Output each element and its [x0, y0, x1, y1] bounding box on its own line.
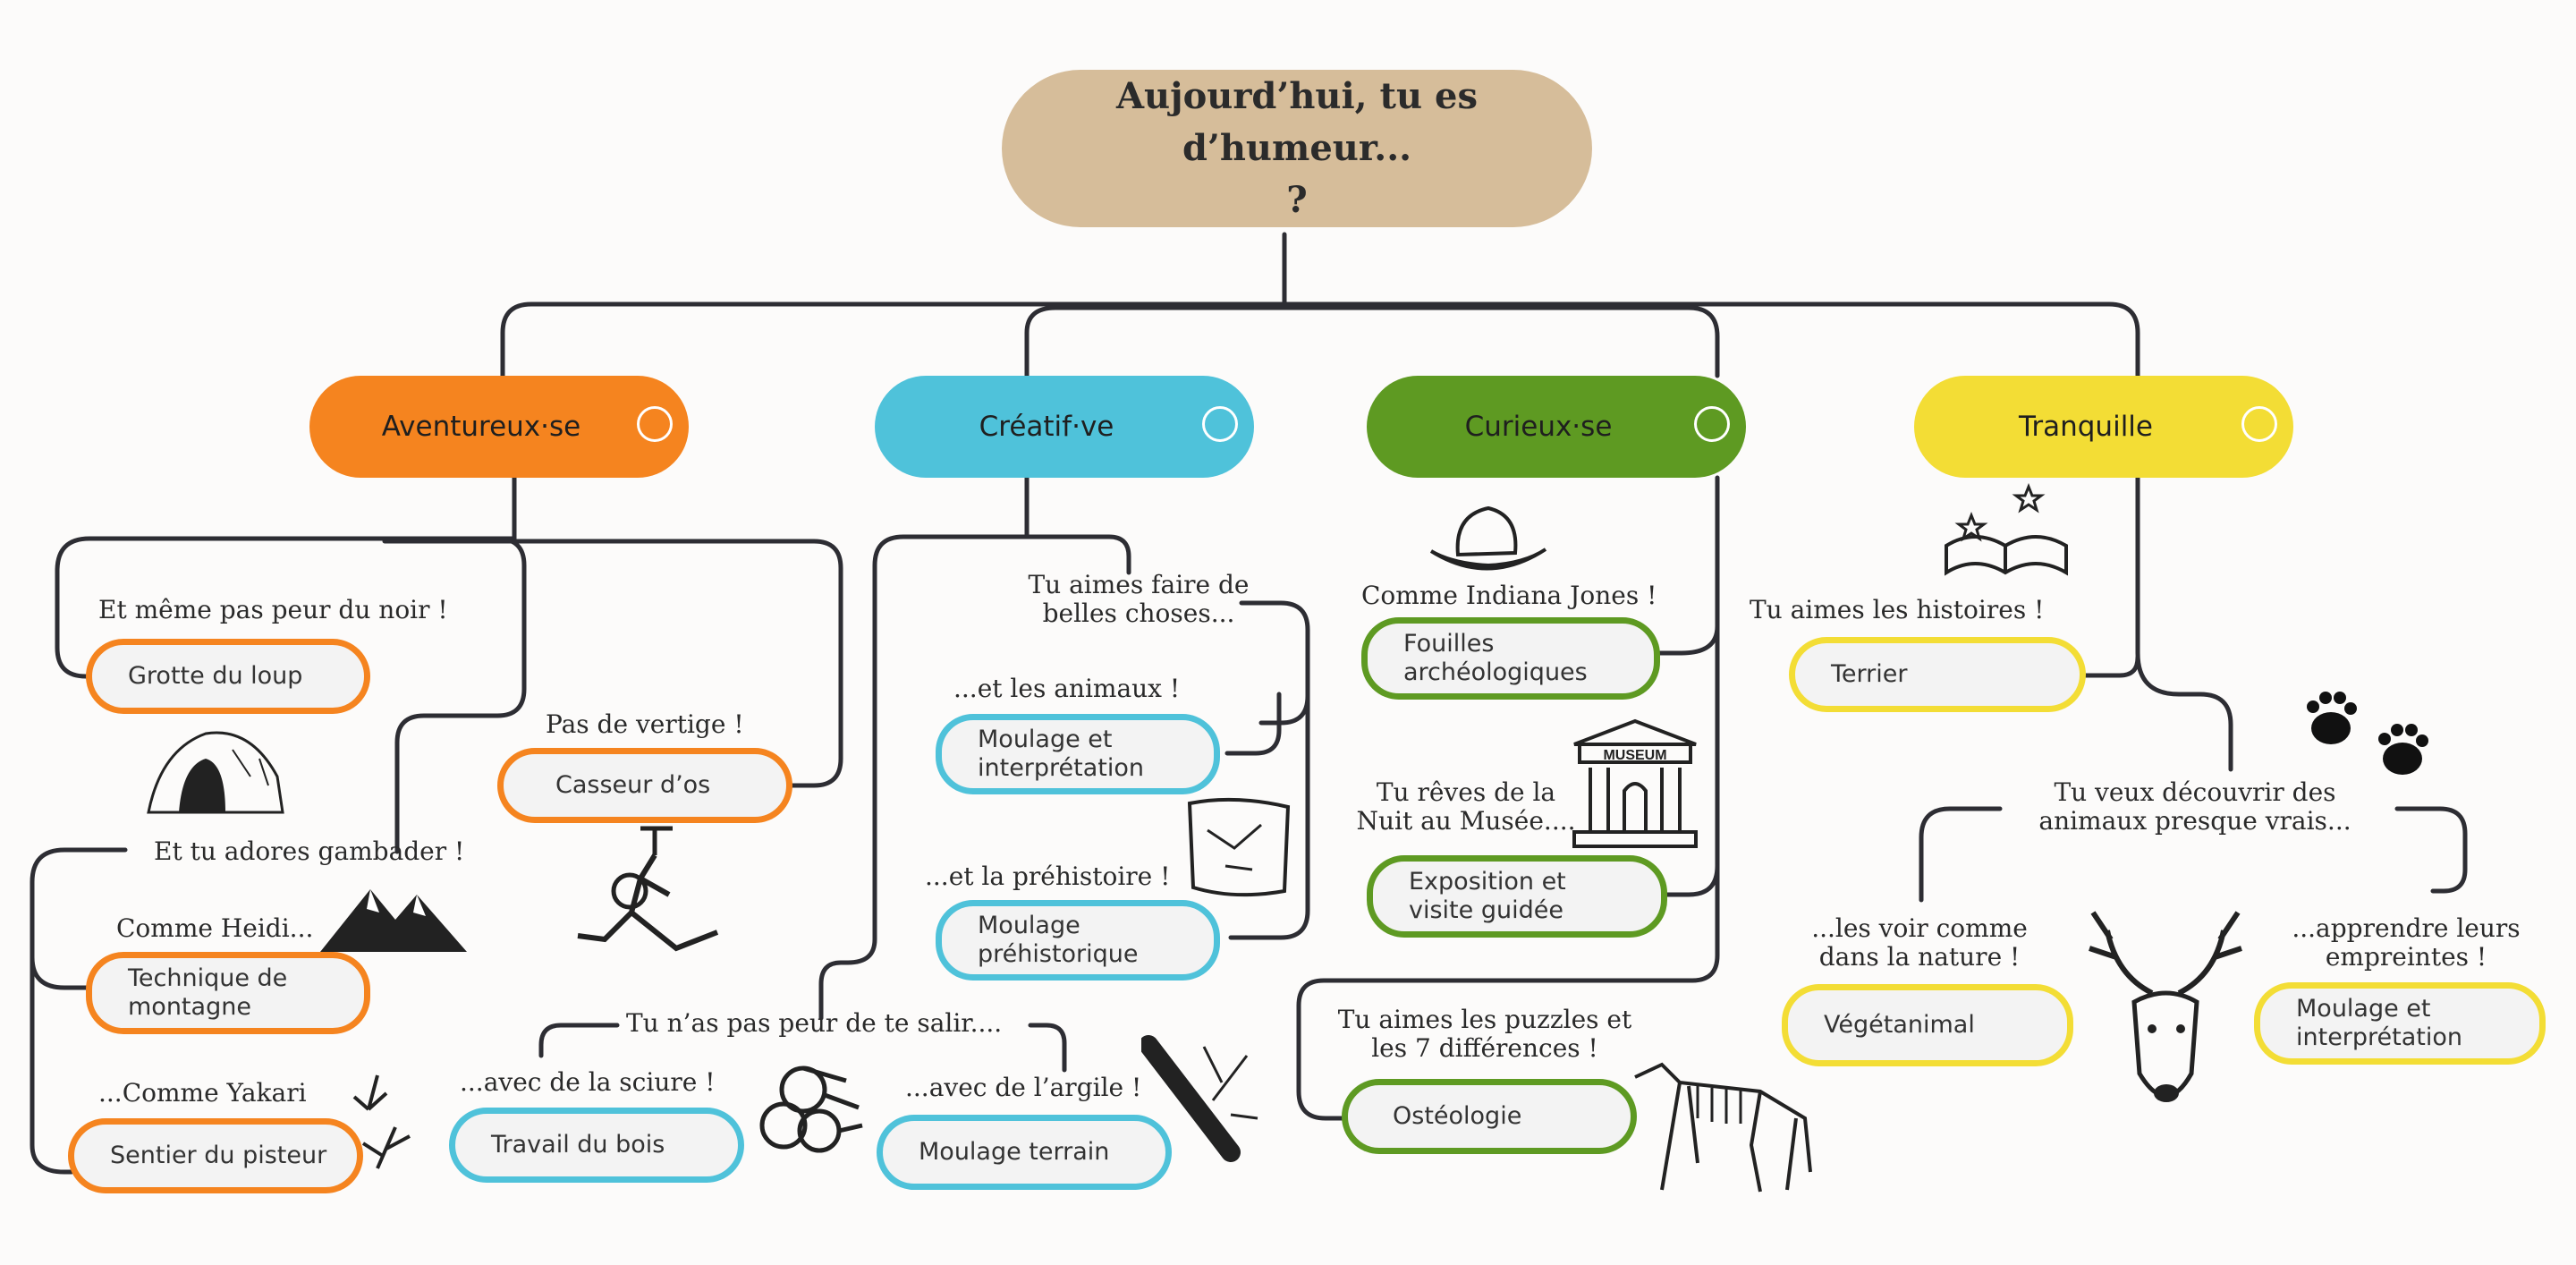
circle-icon [1202, 406, 1238, 442]
category-label: Curieux·se [1464, 411, 1613, 443]
title-line1: Aujourd’hui, tu es d’humeur... [1116, 75, 1478, 169]
note-animaux-vrais: Tu veux découvrir des animaux presque vr… [2038, 777, 2351, 836]
circle-icon [637, 406, 673, 442]
note-sciure: ...avec de la sciure ! [460, 1067, 716, 1097]
title-line2: ? [1286, 179, 1308, 221]
category-label: Créatif·ve [979, 411, 1114, 443]
activity-osteologie[interactable]: Ostéologie [1342, 1079, 1637, 1154]
note-empreintes: ...apprendre leurs empreintes ! [2292, 913, 2521, 972]
note-vertige: Pas de vertige ! [546, 709, 744, 739]
activity-label: Moulage préhistorique [978, 912, 1139, 968]
activity-terrier[interactable]: Terrier [1789, 637, 2086, 712]
activity-label: Technique de montagne [128, 964, 288, 1021]
central-question: Aujourd’hui, tu es d’humeur... ? [1002, 70, 1592, 227]
activity-label: Moulage et interprétation [978, 726, 1145, 782]
category-tranquille[interactable]: Tranquille [1914, 376, 2293, 478]
map-icon [1187, 797, 1291, 897]
note-nature: ...les voir comme dans la nature ! [1811, 913, 2028, 972]
circle-icon [2241, 406, 2277, 442]
category-creatif[interactable]: Créatif·ve [875, 376, 1254, 478]
note-noir: Et même pas peur du noir ! [98, 595, 448, 624]
activity-label: Sentier du pisteur [110, 1142, 327, 1169]
circle-icon [1694, 406, 1730, 442]
hat-icon [1429, 505, 1547, 571]
plant-icon [352, 1074, 411, 1169]
category-label: Tranquille [2018, 411, 2153, 443]
note-yakari: ...Comme Yakari [98, 1078, 307, 1108]
activity-label: Végétanimal [1824, 1011, 1975, 1039]
note-gambader: Et tu adores gambader ! [154, 836, 465, 866]
skeleton-icon [1634, 1062, 1812, 1193]
note-nuit-musee: Tu rêves de la Nuit au Musée.... [1356, 777, 1576, 836]
category-curieux[interactable]: Curieux·se [1367, 376, 1746, 478]
clay-icon [1141, 1035, 1258, 1162]
activity-moulage-terrain[interactable]: Moulage terrain [877, 1115, 1172, 1190]
note-heidi: Comme Heidi... [116, 913, 314, 943]
note-puzzles: Tu aimes les puzzles et les 7 différence… [1337, 1005, 1632, 1063]
paw-prints-icon [2307, 692, 2428, 775]
activity-travail-du-bois[interactable]: Travail du bois [449, 1108, 744, 1183]
book-icon [1945, 483, 2068, 576]
note-prehistoire: ...et la préhistoire ! [925, 862, 1171, 891]
deer-icon [2089, 911, 2242, 1102]
activity-vegetanimal[interactable]: Végétanimal [1782, 984, 2073, 1066]
activity-label: Terrier [1831, 660, 1908, 688]
note-salir: Tu n’as pas peur de te salir.... [626, 1008, 1003, 1038]
category-aventureux[interactable]: Aventureux·se [309, 376, 689, 478]
activity-casseur-dos[interactable]: Casseur d’os [497, 748, 792, 823]
cave-icon [147, 731, 284, 814]
note-argile: ...avec de l’argile ! [905, 1073, 1142, 1102]
note-indiana: Comme Indiana Jones ! [1361, 581, 1657, 610]
activity-label: Ostéologie [1393, 1102, 1522, 1130]
mountain-icon [320, 889, 467, 952]
activity-label: Casseur d’os [555, 771, 711, 799]
activity-moulage-interpretation-2[interactable]: Moulage et interprétation [2254, 982, 2546, 1065]
activity-technique-montagne[interactable]: Technique de montagne [86, 952, 370, 1034]
activity-moulage-interpretation[interactable]: Moulage et interprétation [936, 714, 1220, 794]
activity-grotte-du-loup[interactable]: Grotte du loup [86, 639, 370, 714]
activity-label: Fouilles archéologiques [1403, 630, 1588, 686]
activity-fouilles-archeologiques[interactable]: Fouilles archéologiques [1361, 617, 1660, 700]
activity-label: Exposition et visite guidée [1409, 868, 1566, 924]
category-label: Aventureux·se [381, 411, 581, 443]
note-belles-choses: Tu aimes faire de belles choses... [1028, 570, 1250, 628]
activity-label: Grotte du loup [128, 662, 303, 690]
climber-icon [577, 826, 719, 952]
activity-label: Moulage et interprétation [2296, 995, 2463, 1051]
museum-icon: MUSEUM [1572, 718, 1698, 848]
logs-icon [759, 1065, 863, 1153]
museum-label: MUSEUM [1603, 748, 1666, 763]
activity-sentier-pisteur[interactable]: Sentier du pisteur [68, 1118, 363, 1193]
note-animaux: ...et les animaux ! [953, 674, 1181, 703]
activity-label: Moulage terrain [919, 1138, 1110, 1166]
activity-exposition-visite[interactable]: Exposition et visite guidée [1367, 855, 1667, 938]
note-histoires: Tu aimes les histoires ! [1750, 595, 2045, 624]
activity-moulage-prehistorique[interactable]: Moulage préhistorique [936, 900, 1220, 981]
activity-label: Travail du bois [491, 1131, 665, 1159]
